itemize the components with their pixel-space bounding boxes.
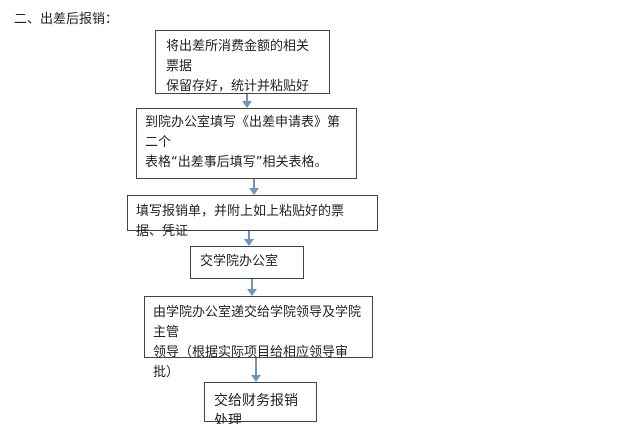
step-5-line-1: 由学院办公室递交给学院领导及学院主管: [153, 305, 362, 340]
step-4-box: 交学院办公室: [190, 246, 304, 279]
step-3-line-1: 填写报销单，并附上如上粘贴好的票据、凭证: [136, 204, 345, 239]
arrow-3-icon: [244, 231, 254, 246]
step-6-box: 交给财务报销处理: [204, 382, 317, 424]
step-4-line-1: 交学院办公室: [200, 254, 279, 269]
step-1-box: 将出差所消费金额的相关票据 保留存好，统计并粘贴好: [155, 30, 330, 94]
arrow-5-icon: [251, 358, 261, 382]
step-2-box: 到院办公室填写《出差申请表》第二个 表格“出差事后填写”相关表格。: [136, 108, 357, 179]
arrow-2-icon: [249, 179, 259, 195]
step-1-line-2: 保留存好，统计并粘贴好: [166, 79, 310, 94]
step-3-box: 填写报销单，并附上如上粘贴好的票据、凭证: [127, 195, 378, 239]
arrow-1-icon: [242, 94, 252, 108]
step-5-box: 由学院办公室递交给学院领导及学院主管 领导（根据实际项目给相应领导审批）: [144, 296, 373, 380]
arrow-4-icon: [247, 279, 257, 296]
step-2-line-1: 到院办公室填写《出差申请表》第二个: [145, 115, 341, 150]
step-5-line-2: 领导（根据实际项目给相应领导审批）: [153, 345, 349, 380]
step-2-line-2: 表格“出差事后填写”相关表格。: [145, 155, 328, 170]
step-6-line-1: 交给财务报销处理: [214, 393, 298, 424]
step-1-line-1: 将出差所消费金额的相关票据: [166, 39, 310, 74]
section-heading: 二、出差后报销：: [14, 12, 119, 27]
